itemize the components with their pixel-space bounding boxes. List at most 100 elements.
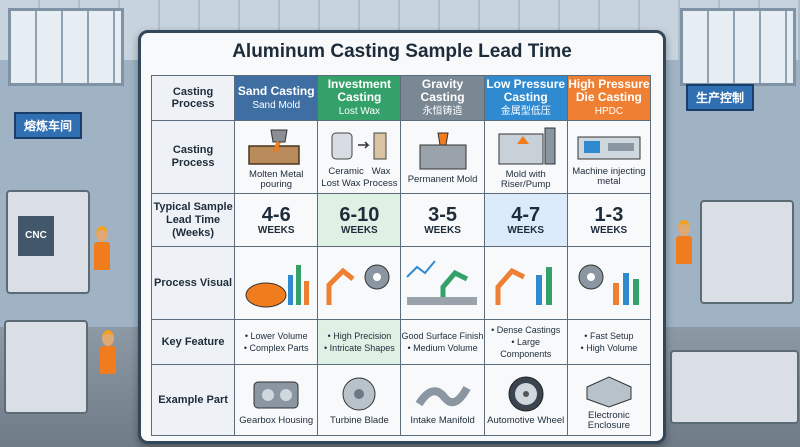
gear-chart-icon <box>578 264 639 305</box>
header-row-label: Casting Process <box>150 75 236 121</box>
ladle-pouring-icon <box>248 129 300 165</box>
sign-right: 生产控制 <box>686 84 755 111</box>
tag-wax: Wax <box>371 166 391 177</box>
cell-high-pressure-visual <box>566 246 652 320</box>
intake-manifold-icon <box>415 385 471 407</box>
caption-sand-process: Molten Metal pouring <box>249 169 304 190</box>
cell-sand-features: • Lower Volume • Complex Parts <box>234 319 319 365</box>
turbine-blade-icon <box>342 377 376 411</box>
sign-left: 熔炼车间 <box>14 112 83 139</box>
factory-window-left <box>8 8 124 86</box>
table-row: Casting Process Molten Metal pouring Cer… <box>150 120 652 194</box>
cell-gravity-part: Intake Manifold <box>400 364 485 436</box>
factory-window-right <box>680 8 796 86</box>
table-row: Example Part Gearbox Housing Turbine Bla… <box>150 364 652 436</box>
header-gravity-sub: 永恒铸造 <box>422 106 463 117</box>
tag-ceramic: Ceramic <box>328 166 364 177</box>
row-label-key-feature: Key Feature <box>150 319 236 365</box>
robot-arm-chart-icon <box>495 267 552 305</box>
row-label-example-part: Example Part <box>150 364 236 436</box>
cell-gravity-visual <box>400 246 485 320</box>
worker-left <box>94 226 110 270</box>
cell-low-pressure-process: Mold with Riser/Pump <box>483 120 568 194</box>
worker-left-bottom <box>100 330 116 374</box>
header-low-pressure-sub: 金属型低压 <box>500 106 551 117</box>
gearbox-housing-icon <box>253 381 299 409</box>
lead-investment: 6-10 <box>339 203 380 226</box>
feature-item: • Large Components <box>500 337 552 359</box>
feature-item: • Medium Volume <box>407 343 478 353</box>
cell-high-pressure-part: Electronic Enclosure <box>566 364 652 436</box>
part-high-pressure: Electronic Enclosure <box>587 410 631 431</box>
feature-item: • Fast Setup <box>584 331 634 341</box>
cell-sand-part: Gearbox Housing <box>234 364 319 436</box>
feature-item: • Dense Castings <box>491 325 561 335</box>
cell-low-pressure-part: Automotive Wheel <box>483 364 568 436</box>
part-sand: Gearbox Housing <box>239 415 314 426</box>
feature-item: Good Surface Finish <box>401 331 484 341</box>
lead-unit-gravity: WEEKS <box>424 224 461 236</box>
header-gravity: Gravity Casting 永恒铸造 <box>400 75 485 121</box>
die-casting-machine-icon <box>577 136 641 160</box>
cell-high-pressure-features: • Fast Setup • High Volume <box>566 319 652 365</box>
feature-item: • Intricate Shapes <box>324 343 395 353</box>
caption-gravity-process: Permanent Mold <box>407 174 478 185</box>
feature-item: • High Volume <box>580 343 638 353</box>
enclosure-icon <box>586 376 632 408</box>
robot-arm-line-icon <box>405 260 477 305</box>
caption-low-pressure-process: Mold with Riser/Pump <box>500 169 551 190</box>
wax-pattern-icon <box>331 132 387 160</box>
feature-item: • High Precision <box>327 331 392 341</box>
cell-investment-visual <box>317 246 402 320</box>
cell-sand-process: Molten Metal pouring <box>234 120 319 194</box>
header-high-pressure-name: High Pressure Die Casting <box>568 77 650 104</box>
lead-gravity: 3-5 <box>428 203 457 226</box>
cell-high-pressure-process: Machine injecting metal <box>566 120 652 194</box>
cnc-machine: CNC <box>6 190 90 294</box>
part-gravity: Intake Manifold <box>410 415 475 426</box>
lead-unit-investment: WEEKS <box>341 224 378 236</box>
header-high-pressure-sub: HPDC <box>594 106 624 117</box>
table-row: Key Feature • Lower Volume • Complex Part… <box>150 319 652 365</box>
feature-item: • Lower Volume <box>244 331 308 341</box>
feature-item: • Complex Parts <box>243 343 309 353</box>
cell-gravity-features: Good Surface Finish • Medium Volume <box>400 319 485 365</box>
caption-investment-tags: Ceramic Wax <box>318 167 400 177</box>
row-label-lead-time: Typical Sample Lead Time (Weeks) <box>150 193 236 247</box>
page-title: Aluminum Casting Sample Lead Time <box>232 41 572 62</box>
lead-unit-low-pressure: WEEKS <box>507 224 545 236</box>
worker-right <box>676 220 692 264</box>
cell-low-pressure-visual <box>483 246 568 320</box>
infographic-panel: Aluminum Casting Sample Lead Time Castin… <box>138 30 666 444</box>
row-label-process: Casting Process <box>150 120 236 194</box>
cell-investment-features: • High Precision • Intricate Shapes <box>317 319 402 365</box>
wheel-icon <box>508 376 544 412</box>
header-sand-sub: Sand Mold <box>252 99 301 111</box>
cell-sand-visual <box>234 246 319 320</box>
press-machine-left <box>4 320 88 414</box>
cell-gravity-process: Permanent Mold <box>400 120 485 194</box>
robot-arm-gear-icon <box>326 264 390 305</box>
caption-high-pressure-process: Machine injecting metal <box>572 166 646 187</box>
conveyor-right <box>670 350 799 424</box>
cell-investment-process: Ceramic Wax Lost Wax Process <box>317 120 402 194</box>
header-gravity-name: Gravity Casting <box>420 77 465 104</box>
part-low-pressure: Automotive Wheel <box>487 415 565 426</box>
lead-sand: 4-6 <box>261 203 291 226</box>
machine-right <box>700 200 794 304</box>
part-investment: Turbine Blade <box>329 415 389 426</box>
crucible-pour-icon <box>245 265 310 308</box>
header-investment-sub: Lost Wax <box>338 106 381 117</box>
table-row: Process Visual <box>150 246 652 320</box>
